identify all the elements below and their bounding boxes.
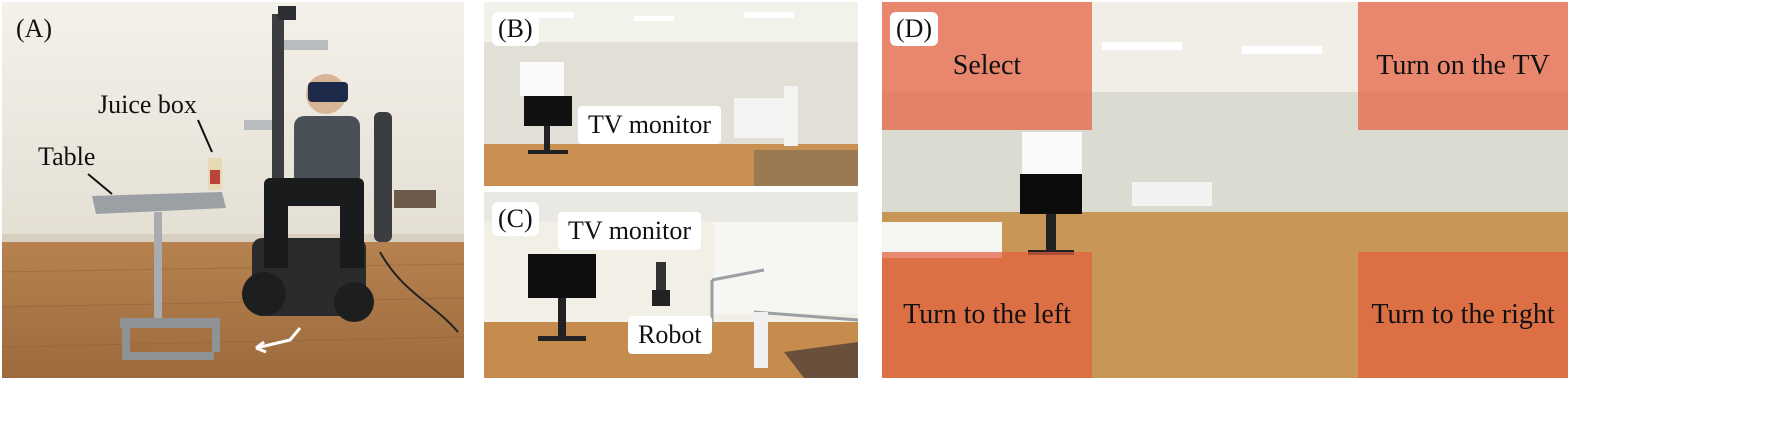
panel-a-scene <box>2 2 464 378</box>
panel-d-view: (D) Select Turn on the TV Turn to the le… <box>882 2 1568 378</box>
panel-c-tv-label: TV monitor <box>558 212 702 250</box>
zone-turn-left: Turn to the left <box>882 252 1092 378</box>
panel-b-label: (B) <box>492 12 539 46</box>
panel-b-scene <box>484 2 858 186</box>
panel-c-photo: (C) TV monitor Robot <box>484 192 858 378</box>
panel-a-label: (A) <box>16 14 53 43</box>
table-label: Table <box>38 142 96 171</box>
panel-a-photo: (A) Table Juice box <box>2 2 464 378</box>
panel-b-photo: (B) TV monitor <box>484 2 858 186</box>
zone-turn-right: Turn to the right <box>1358 252 1568 378</box>
panel-c-robot-label: Robot <box>628 316 712 354</box>
panel-d-label: (D) <box>890 12 939 46</box>
juice-box-label: Juice box <box>98 90 197 119</box>
table-object <box>92 192 226 360</box>
zone-turn-on-tv: Turn on the TV <box>1358 2 1568 130</box>
panel-c-label: (C) <box>492 202 539 236</box>
panel-b-tv-label: TV monitor <box>578 106 722 144</box>
